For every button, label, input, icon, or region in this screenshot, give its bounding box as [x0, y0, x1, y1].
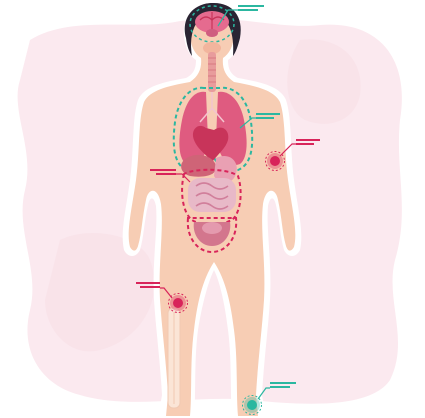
intestine-icon [188, 178, 236, 212]
knee-bone-icon [168, 308, 180, 408]
